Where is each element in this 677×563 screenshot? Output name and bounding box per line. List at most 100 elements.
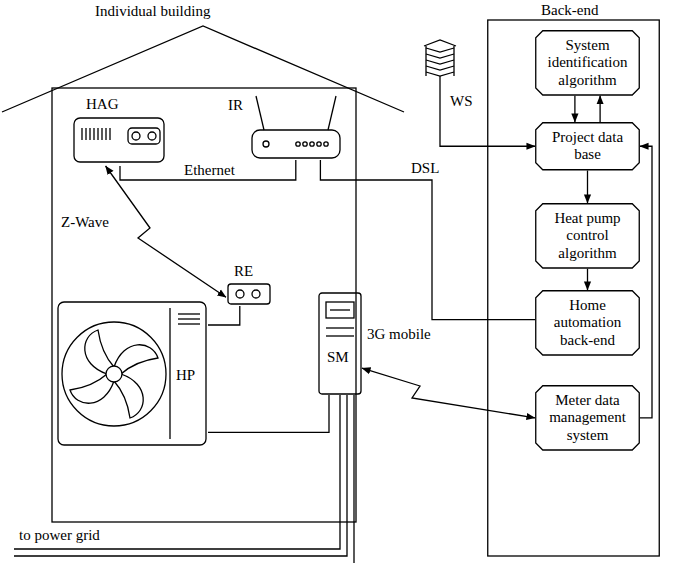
box-text: Heat pump control algorithm bbox=[540, 210, 635, 262]
status-led bbox=[303, 142, 307, 146]
backend-node: System identification algorithmProject d… bbox=[487, 0, 660, 557]
screen-roof bbox=[424, 40, 456, 46]
antenna bbox=[256, 96, 264, 130]
proc-drawing bbox=[536, 123, 640, 170]
screen-side bbox=[425, 46, 426, 76]
process-box: Home automation back-end bbox=[535, 290, 640, 356]
status-led bbox=[324, 142, 328, 146]
display-line bbox=[330, 309, 350, 310]
grille-line bbox=[178, 313, 200, 314]
hag-node: HAG bbox=[72, 94, 168, 166]
hp-drawing bbox=[58, 302, 206, 445]
connector-label: Ethernet bbox=[183, 162, 236, 179]
connector bbox=[574, 96, 575, 122]
connectors bbox=[106, 96, 652, 433]
louver bbox=[426, 54, 454, 58]
proc-drawing bbox=[536, 31, 640, 95]
process-outline bbox=[536, 204, 640, 268]
vent-slot bbox=[93, 128, 94, 140]
grille-line bbox=[178, 318, 200, 319]
louver bbox=[426, 60, 454, 64]
meter-line bbox=[326, 335, 354, 336]
grid-wire bbox=[14, 395, 347, 556]
process-outline bbox=[536, 291, 640, 355]
ws-node: WS bbox=[420, 40, 485, 120]
vent-slot bbox=[101, 128, 102, 140]
box-text: Meter data management system bbox=[540, 392, 635, 444]
roof-line bbox=[2, 26, 404, 112]
fan-hub bbox=[106, 366, 122, 382]
relay-contact bbox=[236, 290, 244, 298]
house-node: HAG IR RE HP SM Individual building bbox=[0, 0, 410, 528]
heat-pump-casing bbox=[58, 302, 206, 445]
process-outline bbox=[536, 123, 640, 170]
connector-label: Z-Wave bbox=[60, 214, 110, 231]
sm-drawing bbox=[319, 293, 361, 394]
meter-line bbox=[326, 327, 354, 328]
box-text: Project data base bbox=[540, 129, 635, 164]
process-outline bbox=[536, 386, 640, 450]
status-led bbox=[296, 142, 300, 146]
node-label: IR bbox=[228, 97, 243, 114]
status-led bbox=[310, 142, 314, 146]
grille-line bbox=[178, 323, 200, 324]
vent-slot bbox=[81, 128, 82, 140]
vent-slot bbox=[89, 128, 90, 140]
proc-drawing bbox=[536, 386, 640, 450]
power-grid-wires bbox=[14, 395, 354, 563]
process-box: Project data base bbox=[535, 122, 640, 171]
node-label: RE bbox=[234, 263, 253, 280]
station-pole bbox=[439, 76, 440, 120]
connector bbox=[587, 171, 588, 204]
re-node: RE bbox=[226, 262, 272, 306]
box-text: System identification algorithm bbox=[540, 37, 635, 89]
process-box: System identification algorithm bbox=[535, 30, 640, 96]
fan bbox=[70, 330, 158, 418]
button bbox=[148, 132, 156, 140]
re-drawing bbox=[228, 284, 270, 304]
vent-slot bbox=[85, 128, 86, 140]
node-label: SM bbox=[327, 349, 349, 366]
status-led bbox=[317, 142, 321, 146]
connector bbox=[320, 160, 535, 320]
relay-body bbox=[228, 284, 270, 304]
proc-drawing bbox=[536, 204, 640, 268]
connector bbox=[362, 368, 535, 418]
ir-node: IR bbox=[222, 90, 345, 160]
meter-casing bbox=[319, 293, 361, 394]
relay-contact bbox=[252, 290, 260, 298]
louver bbox=[426, 72, 454, 76]
connector bbox=[120, 160, 296, 180]
connector bbox=[640, 146, 652, 418]
sm-node: SM bbox=[318, 292, 362, 395]
node-label: Back-end bbox=[541, 2, 598, 19]
button bbox=[132, 132, 140, 140]
vent-slot bbox=[109, 128, 110, 140]
grid-wire bbox=[14, 395, 340, 549]
vent-slot bbox=[97, 128, 98, 140]
louver bbox=[426, 48, 454, 52]
connector bbox=[208, 306, 240, 325]
node-label: Individual building bbox=[95, 3, 210, 20]
screen-side bbox=[453, 46, 454, 76]
panel-divider bbox=[169, 308, 170, 439]
meter-display bbox=[326, 302, 354, 318]
backend-drawing bbox=[488, 20, 660, 556]
connector-label: 3G mobile bbox=[366, 326, 432, 343]
status-led bbox=[263, 141, 269, 147]
louver bbox=[426, 66, 454, 70]
node-label: HP bbox=[176, 367, 195, 384]
box-text: Home automation back-end bbox=[540, 297, 635, 349]
building-wall bbox=[52, 88, 356, 522]
process-box: Heat pump control algorithm bbox=[535, 203, 640, 269]
back-end-border bbox=[488, 20, 660, 556]
house-drawing bbox=[2, 26, 404, 522]
router-body bbox=[252, 130, 340, 158]
node-label: WS bbox=[450, 93, 473, 110]
ir-drawing bbox=[252, 96, 340, 158]
connector bbox=[599, 96, 600, 122]
connector bbox=[208, 395, 329, 432]
sm-outline bbox=[318, 292, 362, 395]
process-box: Meter data management system bbox=[535, 385, 640, 451]
